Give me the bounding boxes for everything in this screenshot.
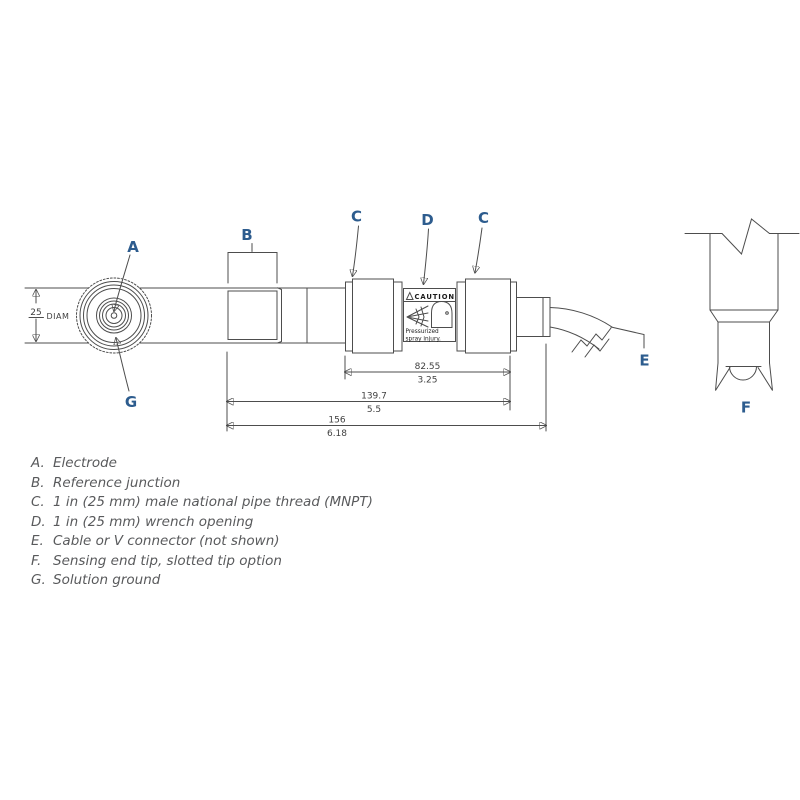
dim-overall-mm: 156 xyxy=(328,416,345,426)
legend-text: Sensing end tip, slotted tip option xyxy=(53,552,282,569)
dim-overall-inch: 6.18 xyxy=(327,429,347,439)
tip-detail xyxy=(684,218,800,391)
leader-c-left xyxy=(353,225,359,276)
warning-triangle-icon xyxy=(405,291,414,300)
legend-key: A. xyxy=(31,455,45,471)
legend-text: Electrode xyxy=(53,455,117,471)
label-b: B xyxy=(241,226,252,244)
cable-break-mark xyxy=(571,327,612,353)
leader-d xyxy=(424,228,429,284)
legend-item-c: C. 1 in (25 mm) male national pipe threa… xyxy=(31,493,451,513)
dim-diameter-unit: DIAM xyxy=(47,312,70,321)
legend-text: Reference junction xyxy=(53,474,181,491)
thread-section-right xyxy=(456,278,551,354)
legend-text: Solution ground xyxy=(53,572,161,588)
part-labels: A G B C D C E F xyxy=(114,208,751,417)
legend-key: D. xyxy=(31,513,46,530)
dimension-lines: 25 DIAM 82.55 3.25 139.7 5.5 156 6.18 xyxy=(28,290,546,439)
label-g: G xyxy=(125,393,137,411)
cable xyxy=(549,307,613,358)
parts-legend: A. Electrode B. Reference junction C. 1 … xyxy=(31,454,451,591)
solution-ground-ring xyxy=(86,288,142,343)
legend-text: Cable or V connector (not shown) xyxy=(53,533,280,549)
sensor-body xyxy=(24,287,346,344)
leader-c-right xyxy=(475,227,483,273)
label-e: E xyxy=(639,352,649,370)
pipe-thread-left xyxy=(352,278,394,354)
thread-flange-right xyxy=(456,281,466,352)
slotted-tip-prong xyxy=(757,362,773,391)
rear-cap xyxy=(516,297,551,337)
dim-diameter-value: 25 xyxy=(30,308,41,318)
legend-key: G. xyxy=(31,572,46,588)
dim-thread-span-mm: 82.55 xyxy=(415,362,441,372)
dim-thread-span-inch: 3.25 xyxy=(417,376,437,386)
glass-bulb-dome xyxy=(729,366,757,381)
end-view-outer-ring xyxy=(76,277,152,354)
caution-title: CAUTION xyxy=(415,293,456,301)
pipe-thread-right xyxy=(465,278,511,354)
label-a: A xyxy=(127,238,139,256)
dim-body-span-mm: 139.7 xyxy=(361,392,387,402)
legend-item-a: A. Electrode xyxy=(31,454,451,474)
leader-e xyxy=(610,326,645,349)
legend-key: E. xyxy=(31,533,44,549)
leader-a xyxy=(114,254,131,311)
leader-b-bracket xyxy=(227,252,278,284)
slotted-tip-prong xyxy=(715,362,731,391)
caution-label: CAUTION Pressurized spray injury. xyxy=(403,288,456,343)
label-d: D xyxy=(421,211,433,229)
legend-text: 1 in (25 mm) male national pipe thread (… xyxy=(53,494,373,510)
caution-text-line2: spray injury. xyxy=(406,337,441,343)
cable-break-mark xyxy=(584,338,610,358)
thread-flange-left xyxy=(393,281,403,352)
sensor-end-view xyxy=(76,277,152,354)
legend-item-f: F. Sensing end tip, slotted tip option xyxy=(31,552,451,572)
legend-text: 1 in (25 mm) wrench opening xyxy=(53,513,254,530)
caution-text-line1: Pressurized xyxy=(406,329,440,335)
label-c-right: C xyxy=(478,209,489,227)
technical-drawing: CAUTION Pressurized spray injury. xyxy=(24,208,800,439)
label-f: F xyxy=(741,399,751,417)
legend-item-d: D. 1 in (25 mm) wrench opening xyxy=(31,513,451,533)
legend-item-g: G. Solution ground xyxy=(31,571,451,591)
head-silhouette-icon xyxy=(431,300,453,328)
thread-section-left xyxy=(345,278,403,354)
label-c-left: C xyxy=(351,208,362,226)
caution-label-plate xyxy=(403,288,456,342)
dim-body-span-inch: 5.5 xyxy=(367,405,381,415)
reference-junction-band xyxy=(227,290,278,340)
legend-key: C. xyxy=(31,494,45,510)
legend-item-e: E. Cable or V connector (not shown) xyxy=(31,532,451,552)
spray-jet-icon xyxy=(406,305,429,328)
legend-key: B. xyxy=(31,474,45,491)
legend-key: F. xyxy=(31,552,42,569)
legend-item-b: B. Reference junction xyxy=(31,474,451,494)
leader-g xyxy=(116,338,130,392)
electrode-center-dot xyxy=(110,312,118,319)
break-notch xyxy=(721,218,770,255)
